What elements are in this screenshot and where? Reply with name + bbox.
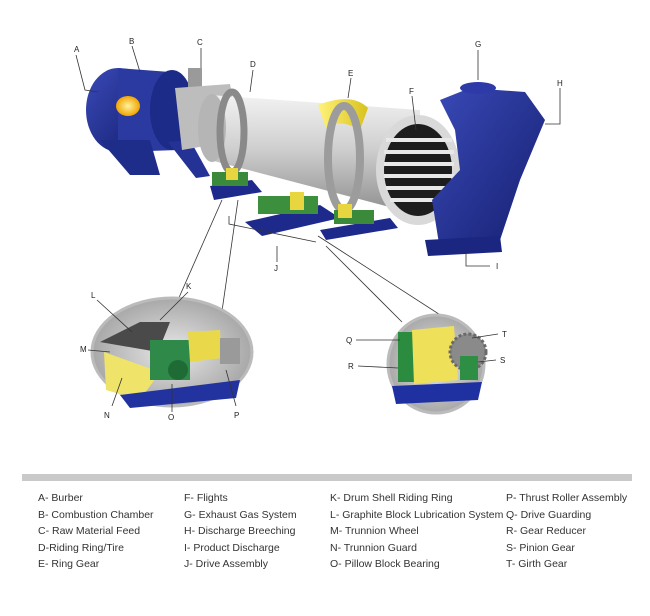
callout-i: I xyxy=(496,262,498,271)
legend-item-m: M- Trunnion Wheel xyxy=(330,525,419,537)
callout-o: O xyxy=(168,413,174,422)
callout-letters: A B C D E F G H I J K L M N O P Q R S T xyxy=(74,37,563,422)
legend-item-l: L- Graphite Block Lubrication System xyxy=(330,508,504,521)
legend-item-b: B- Combustion Chamber xyxy=(38,508,154,521)
legend-column-2: F- Flights G- Exhaust Gas System H- Disc… xyxy=(184,490,297,573)
rotary-dryer-diagram: A B C D E F G H I J K L M N O P Q R S T xyxy=(74,37,563,422)
legend-item-c: C- Raw Material Feed xyxy=(38,525,141,537)
callout-j: J xyxy=(274,264,278,273)
legend-item-k: K- Drum Shell Riding Ring xyxy=(330,492,453,504)
legend-item-o: O- Pillow Block Bearing xyxy=(330,558,440,570)
callout-q: Q xyxy=(346,336,352,345)
callout-s: S xyxy=(500,356,505,365)
callout-r: R xyxy=(348,362,354,371)
callout-p: P xyxy=(234,411,239,420)
callout-e: E xyxy=(348,69,353,78)
trunnion-detail-view xyxy=(90,199,254,408)
discharge-breeching xyxy=(425,82,545,256)
flame-icon xyxy=(116,96,140,116)
drive-assembly xyxy=(210,168,398,240)
separator-bar xyxy=(22,474,632,481)
legend-item-d: D-Riding Ring/Tire xyxy=(38,541,124,554)
callout-k: K xyxy=(186,282,192,291)
legend-item-h: H- Discharge Breeching xyxy=(184,525,296,537)
legend-item-r: R- Gear Reducer xyxy=(506,525,586,537)
legend-item-a: A- Burber xyxy=(38,492,83,504)
callout-d: D xyxy=(250,60,256,69)
legend-item-i: I- Product Discharge xyxy=(184,541,280,554)
callout-f: F xyxy=(409,87,414,96)
legend-item-e: E- Ring Gear xyxy=(38,558,100,570)
drum-shell xyxy=(198,88,460,225)
legend-item-j: J- Drive Assembly xyxy=(184,558,269,570)
callout-leaders xyxy=(75,45,561,412)
callout-l: L xyxy=(91,291,96,300)
callout-c: C xyxy=(197,38,203,47)
callout-a: A xyxy=(74,45,80,54)
callout-g: G xyxy=(475,40,481,49)
callout-t: T xyxy=(502,330,507,339)
legend-item-p: P- Thrust Roller Assembly xyxy=(506,492,628,504)
callout-h: H xyxy=(557,79,563,88)
callout-b: B xyxy=(129,37,134,46)
callout-m: M xyxy=(80,345,87,354)
legend-column-3: K- Drum Shell Riding Ring L- Graphite Bl… xyxy=(330,490,503,573)
legend-item-f: F- Flights xyxy=(184,492,228,504)
legend-column-1: A- Burber B- Combustion Chamber C- Raw M… xyxy=(38,490,154,573)
drive-detail-view xyxy=(317,235,488,415)
legend-column-4: P- Thrust Roller Assembly Q- Drive Guard… xyxy=(506,490,627,573)
legend-item-t: T- Girth Gear xyxy=(506,558,568,570)
legend-item-q: Q- Drive Guarding xyxy=(506,508,592,521)
legend-item-n: N- Trunnion Guard xyxy=(330,541,417,554)
legend-item-g: G- Exhaust Gas System xyxy=(184,508,297,521)
legend-item-s: S- Pinion Gear xyxy=(506,541,575,554)
callout-n: N xyxy=(104,411,110,420)
